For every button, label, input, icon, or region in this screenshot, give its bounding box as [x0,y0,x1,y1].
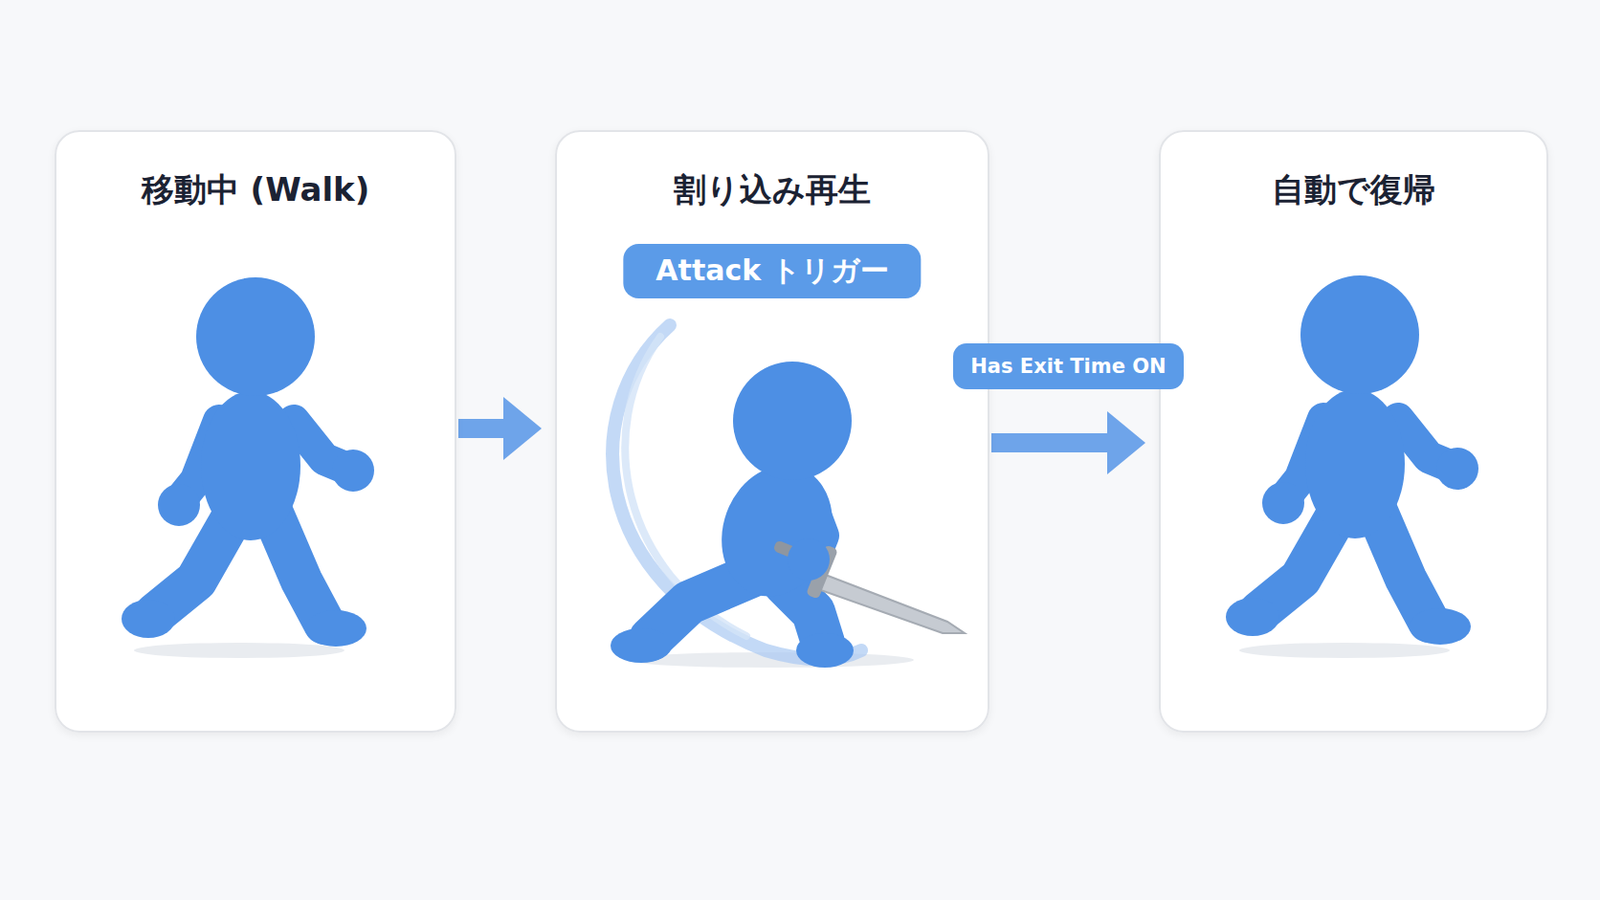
attacker-figure [610,325,965,668]
flow-arrow [458,397,542,461]
panel-title: 割り込み再生 [556,168,988,213]
walker-figure [121,277,375,647]
panel-title: 自動で復帰 [1160,168,1547,213]
edge-label: Has Exit Time ON [953,343,1183,390]
panel-ground [1158,130,1549,734]
arrow-shaft [991,433,1112,453]
flow-arrow [991,411,1146,475]
arrow-head [503,397,542,461]
shadow [133,643,345,659]
pill-text: Attack トリガー [655,253,889,288]
state-panel: 移動中 (Walk) [54,130,457,734]
trigger-pill: Attack トリガー [622,244,921,299]
panel-title: 移動中 (Walk) [56,168,455,213]
panel-ground [54,130,457,734]
arrow-head [1107,411,1146,475]
state-panel: 割り込み再生 Attack トリガー [555,130,990,734]
arrow-shaft [458,419,508,439]
state-panel: 自動で復帰 [1158,130,1549,734]
walker-figure [1225,275,1479,645]
panel-ground [555,130,990,734]
shadow [1239,643,1450,659]
